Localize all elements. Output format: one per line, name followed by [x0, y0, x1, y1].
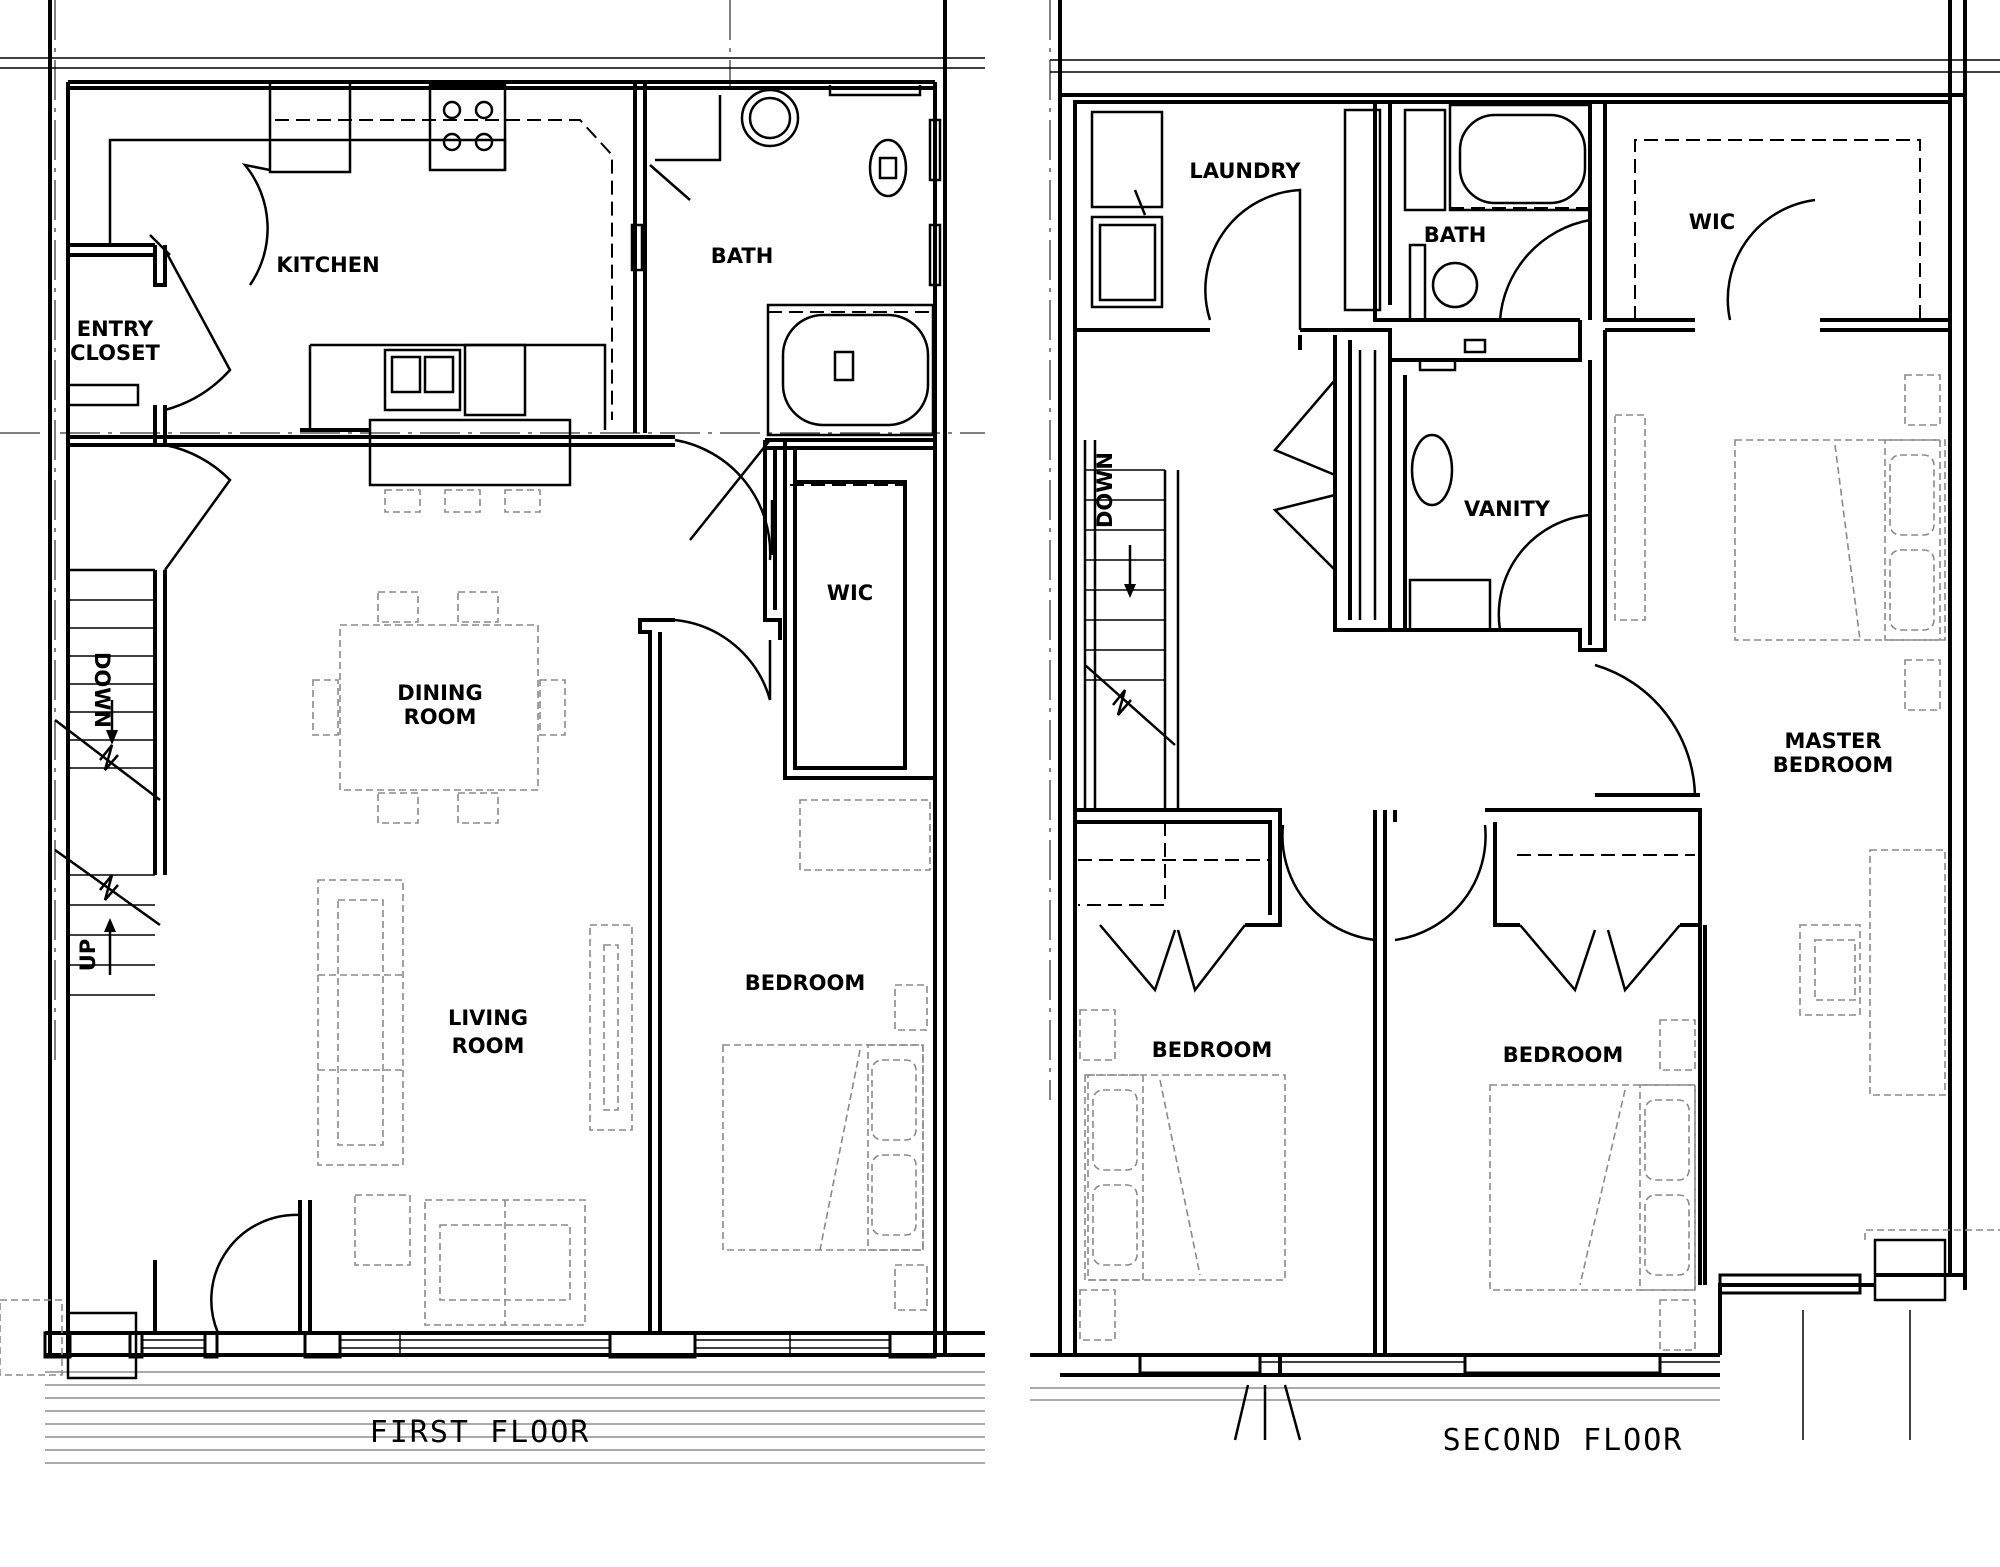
first-floor-plan: [0, 0, 985, 1464]
second-floor-interior-walls: [1075, 102, 1950, 1375]
label-bath-second: BATH: [1424, 223, 1487, 247]
first-floor-interior-walls: [68, 82, 935, 1333]
label-laundry: LAUNDRY: [1189, 159, 1301, 183]
second-floor-wic: [1634, 139, 1921, 321]
master-bedroom-door: [1594, 663, 1697, 796]
room-labels: KITCHEN BATH ENTRY CLOSET WIC DINING ROO…: [70, 159, 1893, 1067]
kitchen-fixtures: [108, 80, 613, 513]
living-furniture: [317, 879, 633, 1326]
label-kitchen: KITCHEN: [276, 253, 379, 277]
second-floor-bath-fixtures: [1403, 103, 1592, 354]
label-living-room: ROOM: [452, 1034, 525, 1058]
dining-furniture: [312, 591, 566, 824]
label-vanity: VANITY: [1464, 497, 1551, 521]
label-wic-first: WIC: [827, 581, 873, 605]
label-dining: DINING: [397, 681, 482, 705]
first-floor-bath-fixtures: [630, 85, 942, 561]
laundry-fixtures: [1090, 108, 1382, 330]
label-entry: ENTRY: [77, 317, 154, 341]
label-wic-second: WIC: [1689, 210, 1735, 234]
label-stair-up-first: UP: [76, 939, 100, 971]
first-floor-stairs: [54, 443, 232, 996]
second-floor-plan: [1030, 0, 2000, 1441]
label-bedroom-second-right: BEDROOM: [1503, 1043, 1624, 1067]
label-bedroom-second-left: BEDROOM: [1152, 1038, 1273, 1062]
entry-closet: [66, 234, 232, 412]
first-floor-entry-door: [210, 1213, 301, 1334]
label-master: MASTER: [1784, 729, 1881, 753]
second-floor-stairs: [1083, 440, 1180, 810]
label-bath-first: BATH: [711, 244, 774, 268]
second-floor-title: SECOND FLOOR: [1443, 1423, 1684, 1458]
first-floor-porch: [0, 1299, 985, 1464]
vanity-fixtures: [1408, 358, 1591, 632]
label-stair-down-second: DOWN: [1093, 452, 1117, 528]
master-bedroom-furniture: [1614, 374, 1946, 1096]
second-floor-bedroom-left-furniture: [1079, 1009, 1286, 1341]
first-floor-title: FIRST FLOOR: [370, 1415, 591, 1450]
label-stair-down-first: DOWN: [90, 652, 114, 728]
second-floor-bedroom-right-furniture: [1489, 1019, 1696, 1351]
first-floor-wic: [674, 484, 906, 770]
first-floor-exterior-walls: [43, 0, 985, 1359]
floor-titles: FIRST FLOOR SECOND FLOOR: [370, 1415, 1684, 1458]
second-floor-exterior-walls: [1030, 0, 2000, 1441]
label-master-bedroom: BEDROOM: [1773, 753, 1894, 777]
label-bedroom-first: BEDROOM: [745, 971, 866, 995]
first-floor-bedroom-furniture: [722, 799, 931, 1311]
label-dining-room: ROOM: [404, 705, 477, 729]
linen-closet: [1272, 350, 1377, 620]
label-closet: CLOSET: [70, 341, 160, 365]
second-floor-bedroom-closets: [1078, 822, 1695, 993]
label-living: LIVING: [448, 1006, 528, 1030]
